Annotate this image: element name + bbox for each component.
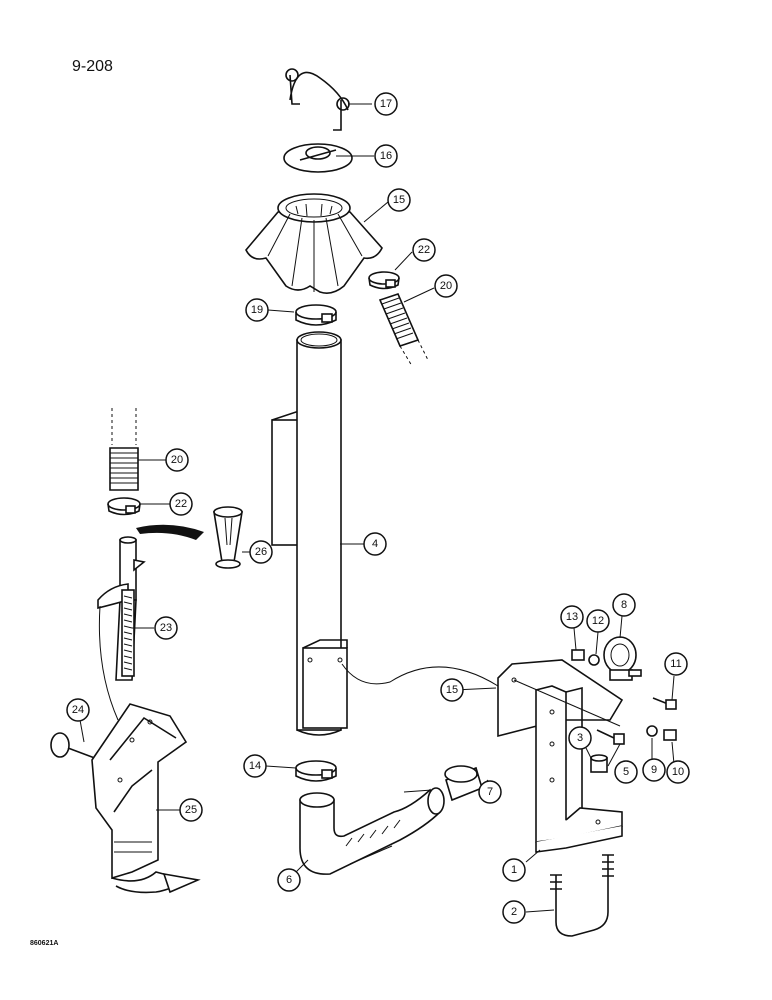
- callout-label: 14: [249, 760, 261, 772]
- callout-16: 15: [387, 188, 411, 212]
- callout-5: 5: [614, 760, 638, 784]
- callout-label: 4: [372, 538, 378, 550]
- opener-boot-25: [91, 703, 201, 894]
- callout-label: 25: [185, 804, 197, 816]
- hose-20-lower: [109, 408, 139, 491]
- callout-label: 20: [440, 280, 452, 292]
- callout-26: 26: [249, 540, 273, 564]
- callout-8: 8: [612, 593, 636, 617]
- callout-7: 7: [478, 780, 502, 804]
- callout-label: 11: [670, 658, 681, 670]
- callout-label: 17: [380, 98, 392, 110]
- page-number: 9-208: [72, 58, 113, 75]
- callout-label: 3: [577, 732, 583, 744]
- callout-23: 23: [154, 616, 178, 640]
- callout-label: 1: [511, 864, 517, 876]
- callout-label: 5: [623, 766, 629, 778]
- hose-20-upper: [378, 293, 429, 367]
- assembly-leader-line: [341, 663, 499, 687]
- callout-22-upper: 22: [412, 238, 436, 262]
- callout-12: 12: [586, 609, 610, 633]
- callout-label: 23: [160, 622, 172, 634]
- callout-4: 4: [363, 532, 387, 556]
- callout-label: 2: [511, 906, 517, 918]
- pin-24: [50, 732, 101, 761]
- callout-3: 3: [568, 726, 592, 750]
- grease-nut-3: [590, 754, 608, 773]
- callout-2: 2: [502, 900, 526, 924]
- callout-10: 10: [666, 760, 690, 784]
- callout-label: 9: [651, 764, 657, 776]
- spring-clip-18: [285, 68, 350, 131]
- callout-20-lower: 20: [165, 448, 189, 472]
- callout-label: 22: [175, 498, 187, 510]
- callout-label: 15: [446, 684, 458, 696]
- bolt-washer-nut-5-9-10: [596, 725, 677, 745]
- callout-label: 15: [393, 194, 405, 206]
- callout-22-lower: 22: [169, 492, 193, 516]
- hose-clamp-14: [295, 760, 337, 782]
- callout-15: 15: [440, 678, 464, 702]
- callout-label: 8: [621, 599, 627, 611]
- callout-label: 7: [487, 786, 493, 798]
- callout-label: 26: [255, 546, 267, 558]
- callout-label: 19: [251, 304, 263, 316]
- callout-19: 19: [245, 298, 269, 322]
- callout-13: 13: [560, 605, 584, 629]
- callout-14: 14: [243, 754, 267, 778]
- hose-clamp-19: [295, 304, 337, 326]
- seed-tube-assembly-23: [97, 536, 146, 721]
- insert-26: [136, 506, 243, 569]
- callout-label: 6: [286, 874, 292, 886]
- callout-9: 9: [642, 758, 666, 782]
- callout-25: 25: [179, 798, 203, 822]
- distributor-head-16: [245, 193, 383, 294]
- clamp-8-hardware: [571, 636, 677, 710]
- callout-11: 11: [664, 652, 688, 676]
- callout-label: 12: [592, 615, 604, 627]
- figure-code: 860621A: [30, 940, 59, 947]
- callout-label: 24: [72, 704, 84, 716]
- cap-17: [283, 143, 353, 173]
- hose-clamp-22-upper: [368, 271, 400, 290]
- callout-label: 16: [380, 150, 392, 162]
- callout-18: 17: [374, 92, 398, 116]
- u-bolt-2: [550, 854, 614, 937]
- callout-24: 24: [66, 698, 90, 722]
- callout-label: 22: [418, 244, 430, 256]
- callout-label: 20: [171, 454, 183, 466]
- mounting-bracket-1-and-plate-15: [497, 659, 624, 853]
- callout-20-upper: 20: [434, 274, 458, 298]
- callout-17: 16: [374, 144, 398, 168]
- callout-label: 13: [566, 611, 578, 623]
- bolt-axis-line: [513, 679, 621, 727]
- callout-6: 6: [277, 868, 301, 892]
- callout-label: 10: [672, 766, 684, 778]
- elbow-tube-6: [299, 787, 445, 875]
- callout-1: 1: [502, 858, 526, 882]
- vertical-seed-tube-4: [271, 331, 348, 736]
